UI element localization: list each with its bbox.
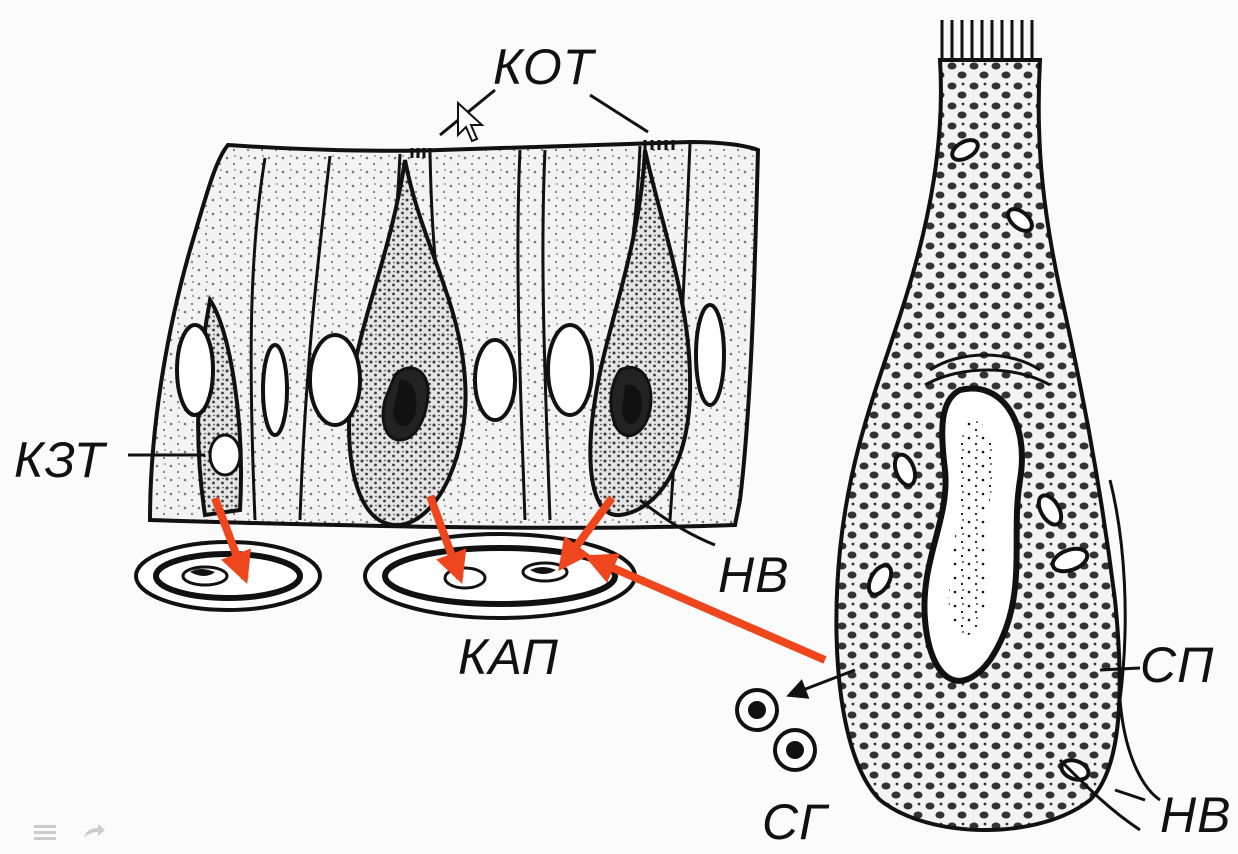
capillary-right	[365, 534, 635, 618]
share-icon[interactable]	[80, 822, 108, 842]
label-sp: СП	[1140, 640, 1214, 690]
endocrine-cell-large	[830, 20, 1160, 850]
menu-icon[interactable]	[32, 822, 60, 842]
label-kap: КАП	[458, 632, 559, 682]
capillary-left	[136, 542, 320, 610]
label-nv-top: НВ	[718, 550, 789, 600]
secretory-granules	[737, 690, 815, 770]
label-kot: КОТ	[493, 42, 594, 92]
arrow-endocrine-to-capillary	[590, 558, 825, 660]
label-sg: СГ	[762, 797, 827, 847]
label-nv-bottom: НВ	[1160, 790, 1231, 840]
epithelium	[150, 140, 760, 530]
label-kzt: КЗТ	[14, 435, 105, 485]
